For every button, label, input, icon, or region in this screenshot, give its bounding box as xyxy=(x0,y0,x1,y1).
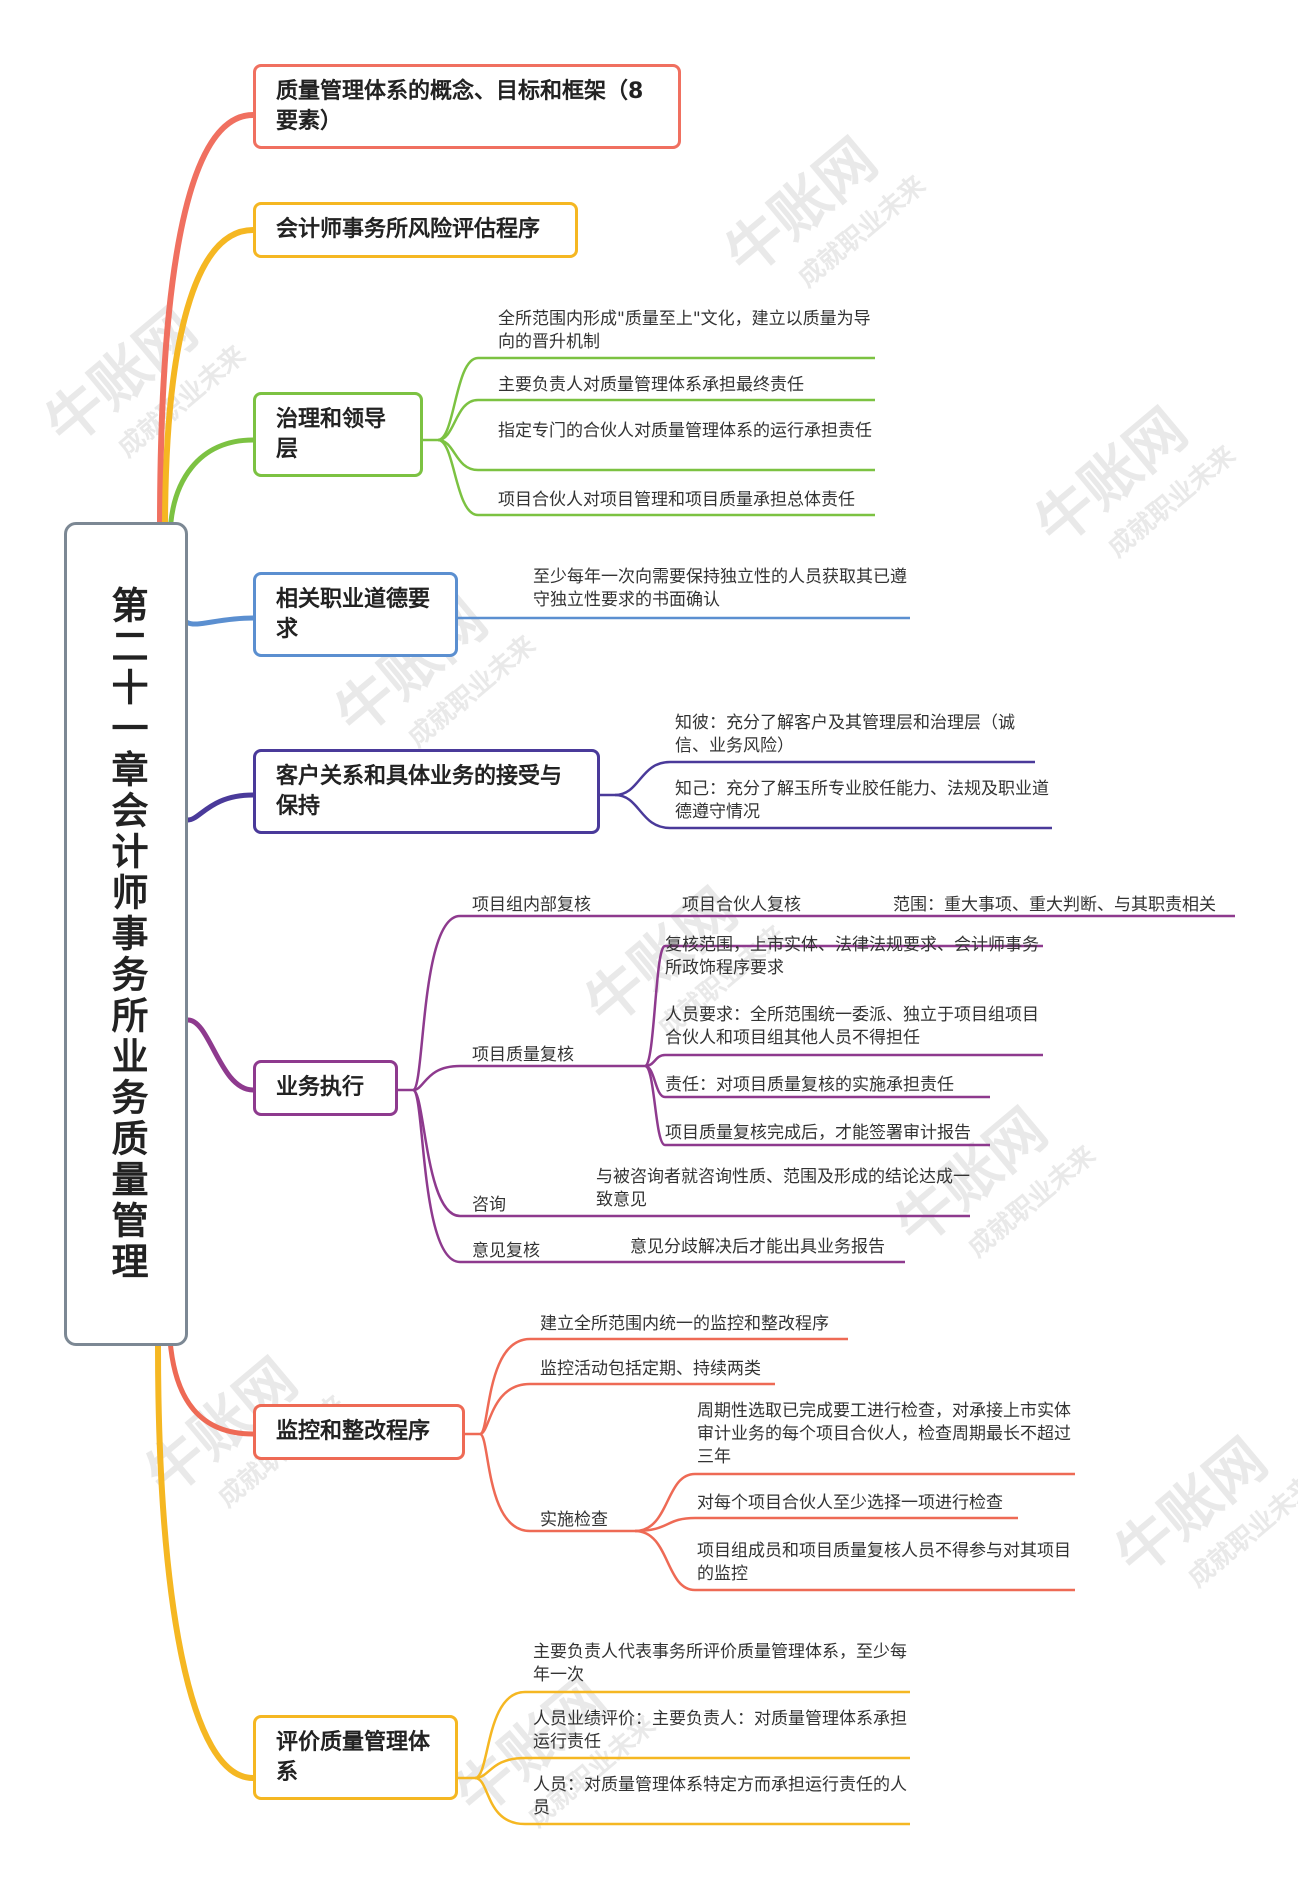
branch-risk-assessment[interactable]: 会计师事务所风险评估程序 xyxy=(253,202,578,258)
branch-ethics[interactable]: 相关职业道德要求 xyxy=(253,572,458,658)
leaf-link xyxy=(411,1088,461,1218)
leaf-link xyxy=(478,1337,531,1436)
list-item: 与被咨询者就咨询性质、范围及形成的结论达成一致意见 xyxy=(596,1167,970,1210)
leaf-link xyxy=(614,793,671,830)
list-item: 项目质量复核完成后，才能签署审计报告 xyxy=(665,1123,971,1143)
list-item: 知己：充分了解玉所专业胶任能力、法规及职业道德遵守情况 xyxy=(675,779,1049,822)
branch-link xyxy=(167,1339,254,1437)
list-item: 周期性选取已完成要工进行检查，对承接上市实体审计业务的每个项目合伙人，检查周期最… xyxy=(697,1401,1071,1467)
list-item: 主要负责人对质量管理体系承担最终责任 xyxy=(498,375,804,395)
list-item: 建立全所范围内统一的监控和整改程序 xyxy=(540,1314,829,1334)
branch-link xyxy=(162,227,254,531)
opinion-review-label: 意见复核 xyxy=(472,1241,540,1261)
leaf-link xyxy=(437,398,479,442)
leaf-link xyxy=(614,760,671,797)
leaf-link xyxy=(474,1776,526,1826)
branch-evaluation[interactable]: 评价质量管理体系 xyxy=(253,1715,458,1801)
root-topic[interactable]: 第二十一章会计师事务所业务质量管理 xyxy=(64,522,188,1346)
list-item: 人员：对质量管理体系特定方而承担运行责任的人员 xyxy=(533,1775,907,1818)
branch-link xyxy=(187,1017,254,1093)
leaf-link xyxy=(643,944,667,1068)
leaf-link xyxy=(634,1529,696,1592)
branch-engagement-performance[interactable]: 业务执行 xyxy=(253,1060,398,1116)
list-item: 对每个项目合伙人至少选择一项进行检查 xyxy=(697,1493,1003,1513)
list-item: 项目合伙人对项目管理和项目质量承担总体责任 xyxy=(498,490,855,510)
branch-link xyxy=(157,112,254,529)
leaf-link xyxy=(411,914,461,1092)
branch-governance[interactable]: 治理和领导层 xyxy=(253,392,423,478)
leaf-link xyxy=(634,1516,696,1533)
internal-review-label: 项目组内部复核 xyxy=(472,895,591,915)
branch-link xyxy=(155,1345,254,1781)
list-item: 复核范围，上市实体、法律法规要求、会计师事务所政饰程序要求 xyxy=(665,935,1039,978)
leaf-link xyxy=(437,356,479,442)
leaf-link xyxy=(411,1088,461,1264)
eqr-label: 项目质量复核 xyxy=(472,1045,574,1065)
list-item: 全所范围内形成"质量至上"文化，建立以质量为导向的晋升机制 xyxy=(498,309,871,352)
branch-quality-framework[interactable]: 质量管理体系的概念、目标和框架（8要素） xyxy=(253,64,681,150)
list-item: 人员要求：全所范围统一委派、独立于项目组项目合伙人和项目组其他人员不得担任 xyxy=(665,1005,1039,1048)
list-item: 主要负责人代表事务所评价质量管理体系，至少每年一次 xyxy=(533,1642,907,1685)
list-item: 监控活动包括定期、持续两类 xyxy=(540,1359,761,1379)
branch-link xyxy=(167,437,254,541)
list-item: 至少每年一次向需要保持独立性的人员获取其已遵守独立性要求的书面确认 xyxy=(533,567,907,610)
list-item: 人员业绩评价：主要负责人：对质量管理体系承担运行责任 xyxy=(533,1709,907,1752)
list-item: 指定专门的合伙人对质量管理体系的运行承担责任 xyxy=(498,421,872,441)
leaf-link xyxy=(474,1690,526,1780)
leaf-link xyxy=(478,1432,531,1533)
list-item: 项目组成员和项目质量复核人员不得参与对其项目的监控 xyxy=(697,1541,1071,1584)
leaf-link xyxy=(643,1064,667,1147)
inspection-label: 实施检查 xyxy=(540,1510,608,1530)
list-item: 知彼：充分了解客户及其管理层和治理层（诚信、业务风险） xyxy=(675,713,1015,756)
branch-link xyxy=(187,792,254,823)
leaf-link xyxy=(412,1064,461,1092)
list-item: 意见分歧解决后才能出具业务报告 xyxy=(630,1237,885,1257)
review-scope-text: 范围：重大事项、重大判断、与其职责相关 xyxy=(893,895,1216,915)
consult-label: 咨询 xyxy=(472,1195,506,1215)
leaf-link xyxy=(437,438,479,517)
root-title: 第二十一章会计师事务所业务质量管理 xyxy=(105,585,148,1283)
branch-client-acceptance[interactable]: 客户关系和具体业务的接受与保持 xyxy=(253,749,600,835)
leaf-link xyxy=(474,1756,526,1780)
branch-monitoring[interactable]: 监控和整改程序 xyxy=(253,1404,465,1460)
leaf-link xyxy=(634,1472,696,1533)
list-item: 责任：对项目质量复核的实施承担责任 xyxy=(665,1075,954,1095)
leaf-link xyxy=(479,1382,531,1436)
branch-link xyxy=(177,599,254,627)
partner-review-label: 项目合伙人复核 xyxy=(682,895,801,915)
